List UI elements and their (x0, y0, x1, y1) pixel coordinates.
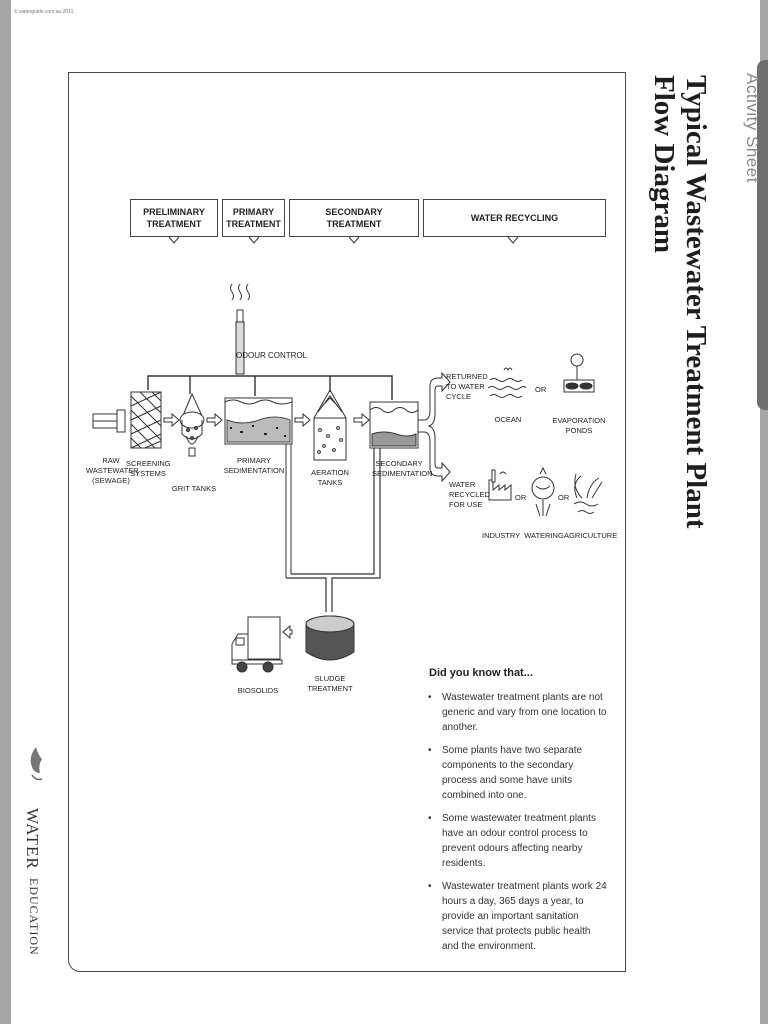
fact-text: Wastewater treatment plants are not gene… (442, 692, 607, 733)
returned-to-water-cycle-label: RETURNED TO WATER CYCLE (446, 372, 488, 401)
agriculture-label: AGRICULTURE (564, 531, 618, 540)
fact-text: Some plants have two separate components… (442, 745, 583, 801)
side-tab (757, 60, 768, 410)
preliminary-treatment-box: PRELIMINARY TREATMENT (130, 199, 218, 237)
logo-education-text: EDUCATION (27, 878, 41, 956)
diagram-frame (68, 72, 626, 972)
secondary-treatment-box: SECONDARY TREATMENT (289, 199, 419, 237)
primary-sedimentation-tank (224, 397, 293, 578)
secondary-sedimentation-label: SECONDARY SEDIMENTATION (372, 459, 433, 478)
or-label-3: OR (558, 493, 570, 502)
left-edge-bar (0, 0, 11, 1024)
outlet-pipes (417, 371, 451, 483)
ocean-icon (487, 367, 527, 398)
biosolids-truck (231, 616, 283, 673)
agriculture-icon (573, 473, 603, 514)
or-label-2: OR (515, 493, 527, 502)
fact-item: •Some plants have two separate component… (428, 745, 583, 801)
or-label-1: OR (535, 385, 547, 394)
sludge-treatment-digester (305, 615, 355, 661)
odour-stack (230, 283, 250, 375)
sludge-treatment-label: SLUDGE TREATMENT (307, 674, 353, 693)
odour-pipe (147, 375, 393, 400)
water-recycling-box: WATER RECYCLING (423, 199, 606, 237)
fact-text: Wastewater treatment plants work 24 hour… (442, 881, 607, 952)
secondary-treatment-label: SECONDARY TREATMENT (325, 207, 383, 229)
screening-systems-unit (130, 391, 162, 449)
grit-tank (179, 392, 205, 457)
watering-icon (531, 466, 555, 517)
water-recycled-for-use-label: WATER RECYCLED FOR USE (449, 480, 490, 509)
odour-control-label: ODOUR CONTROL (236, 351, 308, 360)
copyright-note: © waterguide.com.au 2011 (14, 9, 74, 15)
ocean-label: OCEAN (494, 415, 522, 424)
evaporation-ponds-label: EVAPORATION PONDS (552, 416, 606, 435)
fact-item: •Some wastewater treatment plants have a… (428, 813, 596, 869)
primary-treatment-box: PRIMARY TREATMENT (222, 199, 285, 237)
industry-icon (488, 469, 512, 501)
screening-systems-label: SCREENING SYSTEMS (126, 459, 171, 478)
grit-tanks-label: GRIT TANKS (171, 484, 217, 493)
biosolids-label: BIOSOLIDS (237, 686, 279, 695)
raw-wastewater-label: RAW WASTEWATER (SEWAGE) (86, 456, 139, 485)
aeration-tank (313, 388, 347, 461)
watering-label: WATERING (524, 531, 564, 540)
did-you-know-heading: Did you know that... (429, 667, 533, 679)
raw-inlet-pipe (92, 409, 126, 433)
water-recycling-label: WATER RECYCLING (470, 213, 559, 223)
fact-text: Some wastewater treatment plants have an… (442, 813, 596, 869)
primary-treatment-label: PRIMARY TREATMENT (226, 207, 281, 229)
logo-water-text: WATER (23, 808, 42, 870)
sludge-return-pipe (286, 448, 381, 612)
aeration-tanks-label: AERATION TANKS (311, 468, 349, 487)
right-edge-bar (760, 0, 768, 1024)
preliminary-treatment-label: PRELIMINARY TREATMENT (143, 207, 205, 229)
evaporation-ponds-icon (563, 353, 595, 393)
secondary-sedimentation-tank (369, 401, 419, 449)
industry-label: INDUSTRY (482, 531, 521, 540)
water-education-logo-icon (30, 747, 43, 781)
fact-item: •Wastewater treatment plants work 24 hou… (428, 881, 607, 952)
primary-sedimentation-label: PRIMARY SEDIMENTATION (223, 456, 285, 475)
did-you-know-list: •Wastewater treatment plants are not gen… (428, 690, 608, 962)
fact-item: •Wastewater treatment plants are not gen… (428, 692, 607, 733)
